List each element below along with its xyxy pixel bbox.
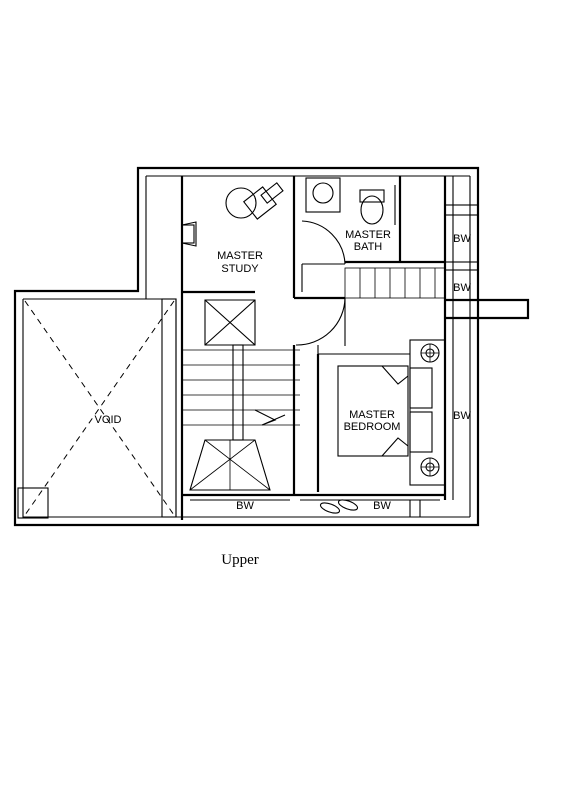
label-bw-2: BW — [453, 282, 471, 294]
label-bedroom-2: BEDROOM — [344, 421, 401, 433]
bay-window-frames — [190, 204, 530, 517]
floor-caption: Upper — [221, 552, 259, 568]
room-labels: VOID MASTER STUDY MASTER BATH MASTER BED… — [95, 229, 472, 512]
void-area — [17, 298, 177, 519]
label-bath-1: MASTER — [345, 229, 391, 241]
label-void: VOID — [95, 414, 122, 426]
staircase — [182, 299, 300, 491]
label-bedroom-1: MASTER — [349, 409, 395, 421]
label-bath-2: BATH — [354, 241, 383, 253]
label-bw-1: BW — [453, 233, 471, 245]
doors — [295, 220, 346, 346]
slippers-decor — [319, 499, 359, 514]
label-bw-4: BW — [236, 500, 254, 512]
bedroom-furniture — [317, 339, 446, 486]
label-study-1: MASTER — [217, 250, 263, 262]
label-bw-5: BW — [373, 500, 391, 512]
study-furniture — [181, 182, 284, 247]
bath-fixtures — [305, 177, 446, 299]
label-study-2: STUDY — [221, 263, 259, 275]
label-bw-3: BW — [453, 410, 471, 422]
